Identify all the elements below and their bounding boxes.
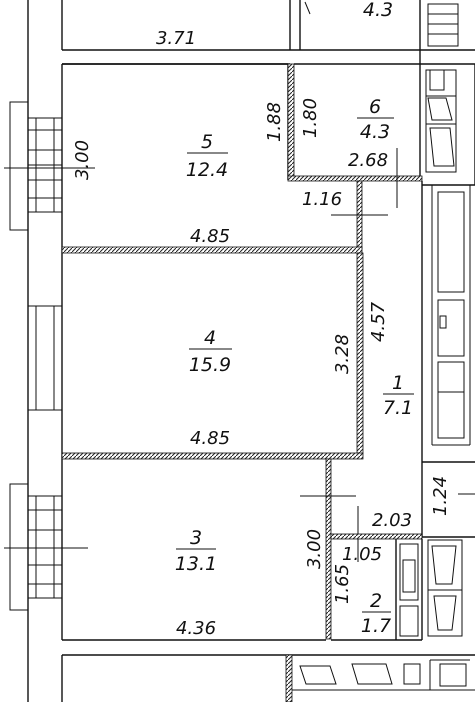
dim-bath-height: 1.65 bbox=[332, 564, 353, 604]
bottom-strip bbox=[285, 654, 475, 702]
dim-hall-length: 4.57 bbox=[368, 301, 389, 342]
entrance-door bbox=[422, 461, 475, 538]
dim-bath-width: 1.05 bbox=[342, 544, 382, 565]
window-middle bbox=[27, 305, 63, 411]
dim-room4-width: 4.85 bbox=[190, 428, 230, 449]
room-4-area: 15.9 bbox=[189, 354, 231, 376]
room-2-area: 1.7 bbox=[361, 615, 391, 637]
dim-hall-side: 1.24 bbox=[430, 476, 451, 516]
dim-room3-width: 4.36 bbox=[176, 618, 216, 639]
right-column-fixtures bbox=[427, 539, 463, 637]
room-5-area: 12.4 bbox=[186, 159, 228, 181]
top-partial-room-area: 4.3 bbox=[363, 0, 393, 21]
room-6-area: 4.3 bbox=[360, 121, 390, 143]
top-strip bbox=[62, 0, 475, 65]
dim-room5-height: 3.00 bbox=[72, 140, 93, 180]
room-3-area: 13.1 bbox=[175, 553, 217, 575]
dim-room5-notch: 1.88 bbox=[264, 102, 285, 142]
room-1-label: 1 7.1 bbox=[383, 372, 414, 419]
hallway-wardrobe bbox=[437, 191, 465, 439]
dim-hall-bottom: 2.03 bbox=[372, 510, 412, 531]
room-3-label: 3 13.1 bbox=[175, 527, 217, 575]
window-bottom bbox=[4, 483, 88, 611]
room-2-label: 2 1.7 bbox=[361, 590, 391, 637]
room-5-label: 5 12.4 bbox=[186, 131, 228, 181]
room-6-fixtures bbox=[396, 69, 457, 208]
room-3-number: 3 bbox=[190, 527, 202, 549]
room-4-walls bbox=[61, 214, 388, 460]
dim-room4-height: 3.28 bbox=[332, 334, 353, 374]
dim-hall-notch: 1.16 bbox=[302, 189, 342, 210]
dim-room6-height: 1.80 bbox=[300, 98, 321, 138]
dim-room5-width: 4.85 bbox=[190, 226, 230, 247]
hallway-walls bbox=[421, 181, 475, 537]
room-1-area: 7.1 bbox=[383, 397, 413, 419]
top-right-fixtures bbox=[304, 1, 459, 47]
room-4-number: 4 bbox=[204, 327, 216, 349]
room-4-label: 4 15.9 bbox=[189, 327, 232, 376]
dim-room3-height: 3.00 bbox=[304, 529, 325, 569]
exterior-wall-left bbox=[27, 0, 63, 702]
room-5-number: 5 bbox=[201, 131, 213, 153]
dim-top-width: 3.71 bbox=[156, 28, 196, 49]
room-2-fixtures bbox=[399, 543, 419, 637]
room-6-walls bbox=[294, 63, 475, 185]
room-6-number: 6 bbox=[369, 96, 381, 118]
room-2-number: 2 bbox=[370, 590, 382, 612]
room-1-number: 1 bbox=[392, 372, 404, 394]
dim-room6-width: 2.68 bbox=[348, 150, 388, 171]
room-2-walls bbox=[330, 533, 423, 641]
room-6-label: 6 4.3 bbox=[357, 96, 394, 143]
room-3-walls bbox=[62, 458, 475, 656]
window-top bbox=[4, 101, 95, 231]
